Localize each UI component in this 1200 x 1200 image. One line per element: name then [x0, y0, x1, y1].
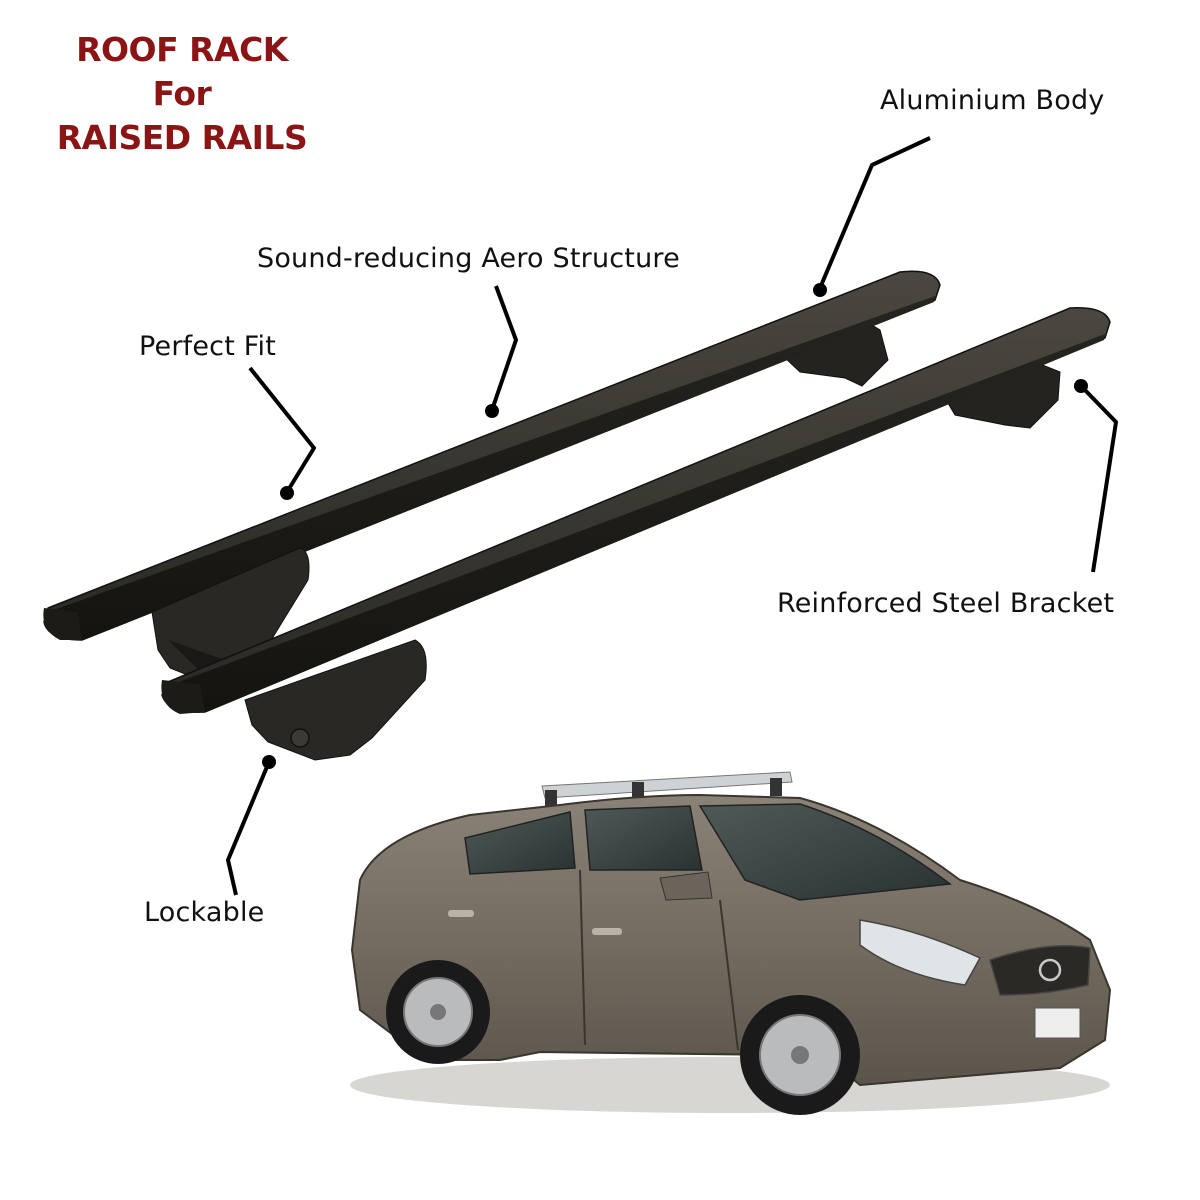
headline: ROOF RACK For RAISED RAILS	[42, 28, 322, 160]
callout-perfect-fit: Perfect Fit	[139, 331, 277, 362]
headline-line-2: For	[152, 74, 212, 113]
sedan-car-illustration	[350, 771, 1112, 1115]
headline-line-1: ROOF RACK	[76, 30, 288, 69]
car-wheel-rear	[386, 960, 490, 1064]
roof-bar-back	[43, 270, 941, 687]
callout-steel-bracket: Reinforced Steel Bracket	[777, 588, 1115, 619]
headline-line-3: RAISED RAILS	[56, 118, 308, 157]
leader-steel-bracket	[1080, 385, 1118, 573]
leader-perfect-fit	[248, 366, 316, 494]
leader-aero-structure	[490, 285, 518, 411]
leader-dot-lockable	[262, 755, 276, 769]
car-wheel-front	[740, 995, 860, 1115]
leader-aluminium-body	[818, 136, 931, 289]
leader-dot-steel-bracket	[1074, 379, 1088, 393]
leader-lockable	[226, 761, 271, 896]
car-emblem	[1038, 958, 1062, 982]
leader-dot-aluminium-body	[813, 283, 827, 297]
leader-dot-perfect-fit	[280, 486, 294, 500]
callout-lockable: Lockable	[144, 897, 265, 928]
callout-aero-structure: Sound-reducing Aero Structure	[257, 243, 680, 274]
callout-aluminium-body: Aluminium Body	[880, 85, 1105, 116]
bracket-front-front	[244, 639, 427, 761]
roof-bar-front	[161, 307, 1111, 761]
leader-dot-aero-structure	[485, 404, 499, 418]
callout-leaders	[226, 136, 1118, 896]
lock-cylinder	[290, 728, 310, 748]
